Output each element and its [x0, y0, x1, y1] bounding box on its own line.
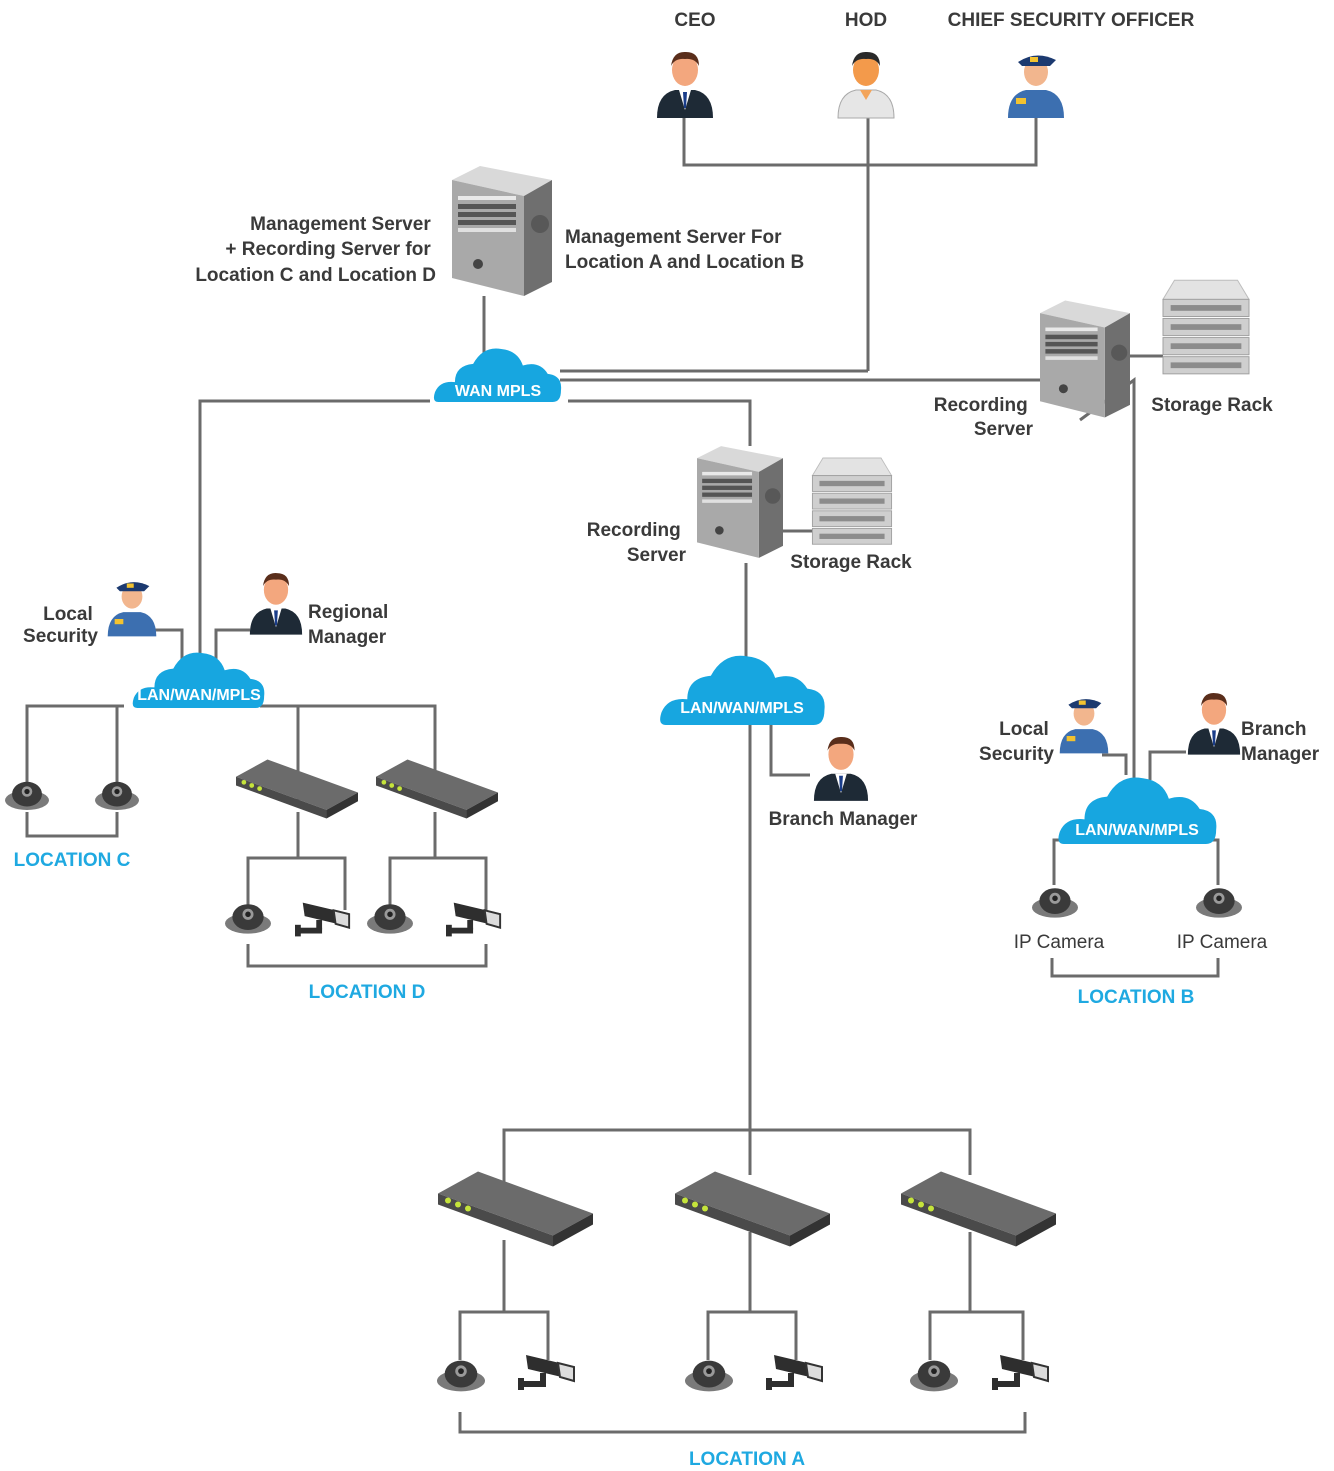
right-recording-line-2: Server	[974, 419, 1034, 440]
location-a-bullet-camera-1	[516, 1353, 576, 1392]
left-security-line-2: Security	[23, 626, 98, 647]
center-lan-cloud-label: LAN/WAN/MPLS	[680, 700, 804, 717]
right-lan-cloud-label: LAN/WAN/MPLS	[1075, 822, 1199, 839]
center-storage-rack-icon	[811, 457, 893, 545]
location-b-ip-camera-2	[1196, 888, 1242, 918]
mgmt-ab-line-2: Location A and Location B	[565, 252, 804, 273]
left-security-line-1: Local	[43, 604, 93, 625]
location-a-label: LOCATION A	[689, 1449, 805, 1470]
center-branch-manager-icon	[813, 736, 869, 801]
cso-label: CHIEF SECURITY OFFICER	[948, 10, 1195, 31]
location-a-dome-camera-2	[685, 1360, 733, 1392]
right-local-security-label: Local Security	[979, 719, 1054, 765]
mgmt-cd-line-3: Location C and Location D	[195, 265, 436, 286]
right-local-security-icon	[1059, 699, 1109, 754]
regional-manager-line-2: Manager	[308, 627, 387, 648]
right-recording-line-1: Recording	[934, 395, 1028, 416]
mgmt-ab-line-1: Management Server For	[565, 227, 782, 248]
location-d-bullet-camera-2	[445, 901, 502, 938]
right-storage-rack-icon	[1162, 279, 1250, 375]
left-local-security-label: Local Security	[23, 604, 98, 647]
wan-cloud-label: WAN MPLS	[455, 383, 542, 400]
right-security-line-2: Security	[979, 744, 1054, 765]
center-recording-label: Recording Server	[587, 520, 687, 566]
location-a-switch-3-icon	[901, 1171, 1056, 1247]
location-d-label: LOCATION D	[309, 982, 426, 1003]
location-d-bullet-camera-1	[294, 901, 351, 938]
location-a-dome-camera-1	[437, 1360, 485, 1392]
mgmt-cd-line-1: Management Server	[250, 214, 431, 235]
left-local-security-icon	[107, 582, 157, 637]
ip-camera-2-label: IP Camera	[1177, 932, 1268, 953]
right-branch-manager-label: Branch Manager	[1241, 719, 1320, 765]
center-storage-label: Storage Rack	[790, 552, 912, 573]
connection-lines	[25, 118, 1220, 1434]
regional-manager-label: Regional Manager	[308, 602, 394, 648]
location-d-dome-camera-1	[225, 904, 271, 934]
location-a-dome-camera-3	[910, 1360, 958, 1392]
hod-person-icon	[837, 51, 895, 119]
location-d-switch-2-icon	[376, 759, 498, 819]
location-a-bullet-camera-3	[990, 1353, 1050, 1392]
management-server-icon	[452, 166, 552, 296]
center-branch-manager-label: Branch Manager	[769, 809, 918, 830]
mgmt-cd-line-2: + Recording Server for	[225, 239, 431, 260]
cso-guard-icon	[1008, 55, 1064, 118]
regional-manager-icon	[249, 573, 303, 635]
right-manager-line-2: Manager	[1241, 744, 1320, 765]
ceo-label: CEO	[674, 10, 715, 31]
location-d-dome-camera-2	[367, 904, 413, 934]
mgmt-cd-label: Management Server + Recording Server for…	[195, 214, 436, 286]
right-manager-line-1: Branch	[1241, 719, 1306, 740]
center-recording-line-1: Recording	[587, 520, 681, 541]
hod-label: HOD	[845, 10, 887, 31]
center-recording-server-icon	[697, 446, 783, 558]
location-a-switch-2-icon	[675, 1171, 830, 1247]
regional-manager-line-1: Regional	[308, 602, 388, 623]
center-recording-line-2: Server	[627, 545, 687, 566]
right-recording-label: Recording Server	[934, 395, 1034, 440]
ip-camera-1-label: IP Camera	[1014, 932, 1105, 953]
right-security-line-1: Local	[999, 719, 1049, 740]
location-c-label: LOCATION C	[14, 850, 131, 871]
location-a-bullet-camera-2	[764, 1353, 824, 1392]
right-branch-manager-icon	[1187, 693, 1241, 755]
location-c-dome-camera-1	[5, 781, 49, 810]
location-b-label: LOCATION B	[1078, 987, 1195, 1008]
location-b-ip-camera-1	[1032, 888, 1078, 918]
left-lan-cloud-label: LAN/WAN/MPLS	[137, 687, 261, 704]
right-recording-server-icon	[1040, 300, 1130, 418]
ceo-person-icon	[657, 51, 713, 118]
mgmt-ab-label: Management Server For Location A and Loc…	[565, 227, 804, 273]
right-storage-label: Storage Rack	[1151, 395, 1273, 416]
location-a-switch-1-icon	[438, 1171, 593, 1247]
location-c-dome-camera-2	[95, 781, 139, 810]
